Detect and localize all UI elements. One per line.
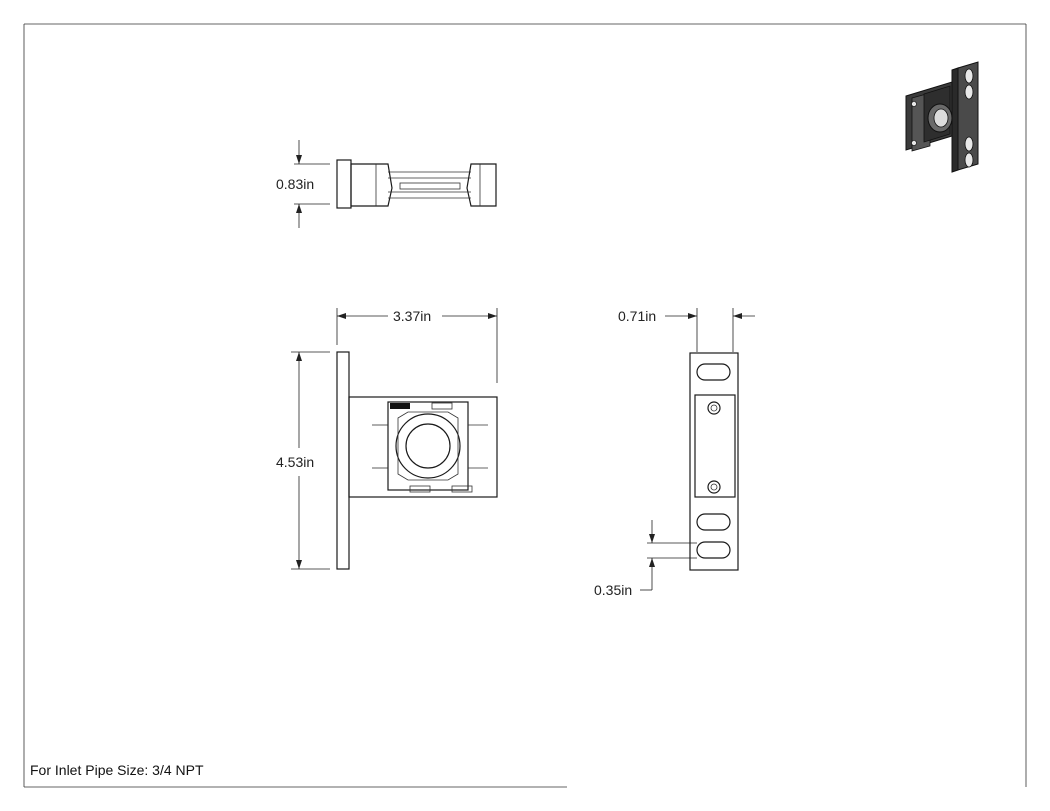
dim-side-width: 0.71in xyxy=(618,308,755,352)
inlet-pipe-note: For Inlet Pipe Size: 3/4 NPT xyxy=(30,762,204,778)
top-height-label: 0.83in xyxy=(276,176,314,192)
front-width-label: 3.37in xyxy=(393,308,431,324)
isometric-view xyxy=(905,61,979,173)
dim-slot-pitch: 0.35in xyxy=(594,520,697,598)
side-view xyxy=(689,352,739,571)
dim-top-height: 0.83in xyxy=(276,140,330,228)
dim-front-width: 3.37in xyxy=(336,308,498,383)
side-width-label: 0.71in xyxy=(618,308,656,324)
top-view xyxy=(336,159,497,209)
front-height-label: 4.53in xyxy=(276,454,314,470)
sheet-border xyxy=(23,23,1027,788)
dim-front-height: 4.53in xyxy=(276,351,330,570)
slot-pitch-label: 0.35in xyxy=(594,582,632,598)
front-view xyxy=(336,351,498,570)
